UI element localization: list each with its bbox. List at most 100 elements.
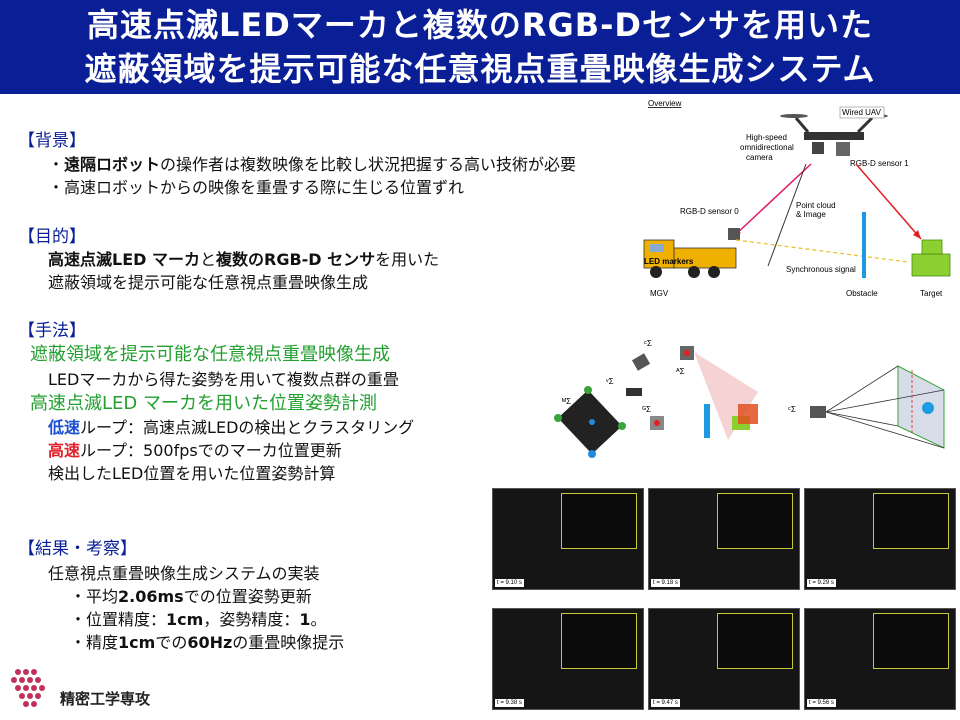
obstacle-icon	[862, 212, 866, 278]
method-high-loop: 高速ループ：500fpsでのマーカ位置更新	[48, 440, 342, 462]
obstacle-label: Obstacle	[846, 289, 878, 298]
result-screenshot: t = 9.29 s	[804, 488, 956, 590]
result-screenshot: t = 9.38 s	[492, 608, 644, 710]
obstacle-bar	[704, 404, 710, 438]
timestamp-label: t = 9.18 s	[651, 579, 680, 587]
v-sigma-label: ᵛΣ	[605, 377, 614, 386]
bold-segment: 60Hz	[187, 633, 233, 652]
result-screenshot: t = 9.56 s	[804, 608, 956, 710]
occluded-region	[738, 404, 758, 424]
c-sigma-label-2: ᶜΣ	[788, 405, 796, 414]
screenshot-inset	[561, 613, 637, 669]
results-bullet-2: ・位置精度：1cm，姿勢精度：1。	[70, 609, 326, 631]
purpose-line-2: 遮蔽領域を提示可能な任意視点重畳映像生成	[48, 273, 369, 292]
low-speed-label: 低速	[48, 418, 81, 437]
data-link-line	[767, 163, 807, 267]
camera-label-3: camera	[746, 153, 773, 162]
camera-label-1: High-speed	[746, 133, 787, 142]
target-label: Target	[920, 289, 943, 298]
method-subheading-2: 高速点滅LED マーカを用いた位置姿勢計測	[30, 393, 377, 414]
pointcloud-label-2: & Image	[796, 210, 826, 219]
result-screenshot: t = 9.18 s	[648, 488, 800, 590]
text-segment: 。	[310, 610, 327, 629]
timestamp-label: t = 9.10 s	[495, 579, 524, 587]
led-camera-icon	[810, 406, 826, 418]
title-line-2: 遮蔽領域を提示可能な任意視点重畳映像生成システム	[84, 50, 876, 88]
background-heading: 【背景】	[18, 131, 86, 151]
screenshot-inset	[717, 613, 793, 669]
overview-label: Overview	[648, 99, 682, 108]
sensor1-label: RGB-D sensor 1	[850, 159, 909, 168]
purpose-text-2: を用いた	[375, 250, 440, 269]
purpose-bold-1: 高速点滅LED マーカ	[48, 250, 200, 269]
method-detail-3: 検出したLED位置を用いた位置姿勢計算	[48, 464, 336, 483]
camera-icon	[631, 353, 651, 371]
red-arrow	[855, 163, 922, 240]
text-segment: ・精度	[70, 633, 119, 652]
pink-arrow	[733, 163, 812, 237]
mgv-icon	[626, 388, 642, 396]
results-bullet-1: ・平均2.06msでの位置姿勢更新	[70, 586, 312, 608]
method-low-loop: 低速ループ：高速点滅LEDの検出とクラスタリング	[48, 417, 414, 439]
text-segment: ・位置精度：	[70, 610, 167, 629]
pointcloud-label-1: Point cloud	[796, 201, 836, 210]
result-screenshot: t = 9.10 s	[492, 488, 644, 590]
text-segment: ，姿勢精度：	[203, 610, 300, 629]
bold-segment: 1cm	[118, 633, 156, 652]
mgv-label: MGV	[650, 289, 669, 298]
camera-label-2: omnidirectional	[740, 143, 794, 152]
bullet-bold: 遠隔ロボット	[64, 155, 161, 174]
title-bar: 高速点滅LEDマーカと複数のRGB-Dセンサを用いた 遮蔽領域を提示可能な任意視…	[0, 0, 960, 94]
sensor0-icon	[728, 228, 740, 240]
background-bullet-2: ・高速ロボットからの映像を重畳する際に生じる位置ずれ	[48, 178, 465, 197]
timestamp-label: t = 9.38 s	[495, 699, 524, 707]
dot-grid-logo-icon	[11, 669, 45, 707]
results-heading: 【結果・考察】	[18, 539, 137, 559]
results-line-1: 任意視点重畳映像生成システムの実装	[48, 564, 320, 583]
text-segment: での位置姿勢更新	[183, 587, 312, 606]
target-icon	[911, 239, 951, 277]
department-name: 精密工学専攻	[60, 690, 151, 708]
sync-signal-line	[735, 239, 909, 263]
title-line-1: 高速点滅LEDマーカと複数のRGB-Dセンサを用いた	[87, 6, 873, 44]
view-frustum	[694, 352, 758, 440]
high-speed-label: 高速	[48, 441, 81, 460]
bold-segment: 1	[299, 610, 311, 629]
led-label: LED markers	[644, 257, 694, 266]
purpose-bold-2: 複数のRGB-D センサ	[216, 250, 376, 269]
method-detail-1: LEDマーカから得た姿勢を用いて複数点群の重畳	[48, 370, 399, 389]
purpose-text-1: と	[199, 250, 216, 269]
purpose-heading: 【目的】	[18, 227, 86, 247]
sync-label: Synchronous signal	[786, 265, 856, 274]
purpose-line-1: 高速点滅LED マーカと複数のRGB-D センサを用いた	[48, 249, 439, 271]
timestamp-label: t = 9.56 s	[807, 699, 836, 707]
result-screenshot: t = 9.47 s	[648, 608, 800, 710]
m-sigma-label: ᴹΣ	[562, 397, 571, 406]
text-segment: での	[155, 633, 188, 652]
screenshot-inset	[561, 493, 637, 549]
uav-label: Wired UAV	[842, 108, 882, 117]
method-diagram: ᴹΣ ᶜΣ ᴬΣ ᵛΣ ᴳΣ ᶜΣ	[554, 339, 945, 458]
method-subheading-1: 遮蔽領域を提示可能な任意視点重畳映像生成	[30, 344, 390, 365]
screenshot-inset	[873, 493, 949, 549]
low-speed-text: ループ：高速点滅LEDの検出とクラスタリング	[80, 418, 415, 437]
text-segment: の重畳映像提示	[232, 633, 345, 652]
sensor0-label: RGB-D sensor 0	[680, 207, 739, 216]
method-heading: 【手法】	[18, 321, 86, 341]
g-sigma-label: ᴳΣ	[642, 405, 651, 414]
screenshot-inset	[873, 613, 949, 669]
timestamp-label: t = 9.29 s	[807, 579, 836, 587]
uav-icon	[780, 114, 888, 156]
c-sigma-label: ᶜΣ	[644, 339, 652, 348]
background-bullet-1: ・遠隔ロボットの操作者は複数映像を比較し状況把握する高い技術が必要	[48, 154, 576, 176]
bullet-rest: の操作者は複数映像を比較し状況把握する高い技術が必要	[160, 155, 577, 174]
bold-segment: 2.06ms	[118, 587, 184, 606]
bullet-prefix: ・	[48, 155, 65, 174]
text-segment: ・平均	[70, 587, 119, 606]
high-speed-text: ループ：500fpsでのマーカ位置更新	[80, 441, 342, 460]
bold-segment: 1cm	[166, 610, 204, 629]
timestamp-label: t = 9.47 s	[651, 699, 680, 707]
marker-board-icon	[554, 386, 626, 458]
overview-diagram: Overview Wired UAV High-speed omnidirect…	[643, 99, 951, 298]
a-sigma-label: ᴬΣ	[675, 367, 685, 376]
